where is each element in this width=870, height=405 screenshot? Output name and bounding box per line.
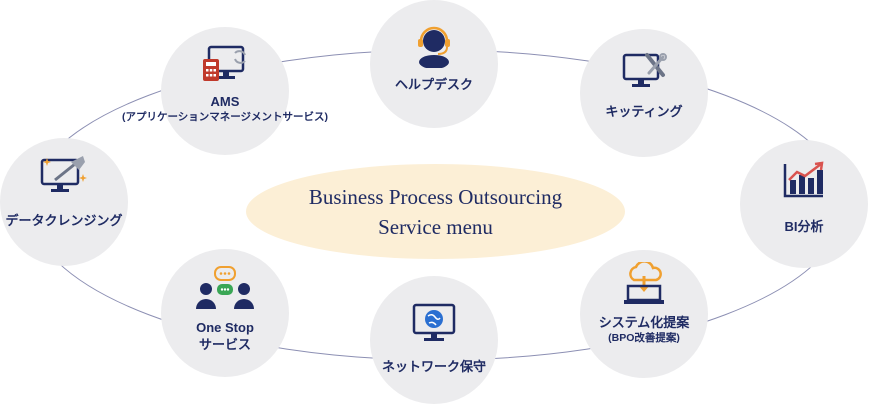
monitor-duster-icon xyxy=(40,156,87,192)
node-bi-label: BI分析 xyxy=(784,219,824,234)
node-network-label: ネットワーク保守 xyxy=(381,359,486,374)
cloud-laptop-icon xyxy=(624,262,664,304)
node-ams-sub: (アプリケーションマネージメントサービス) xyxy=(121,111,329,123)
node-helpdesk-label: ヘルプデスク xyxy=(394,77,473,92)
node-helpdesk[interactable]: ヘルプデスク xyxy=(370,0,498,128)
node-onestop[interactable]: One Stop サービス xyxy=(161,249,289,377)
center-title: Business Process Outsourcing Service men… xyxy=(246,164,625,259)
globe-monitor-icon xyxy=(412,303,456,341)
bar-chart-trend-icon xyxy=(783,161,824,198)
headset-operator-icon xyxy=(418,26,450,68)
node-system-label: システム化提案 xyxy=(598,315,690,330)
center-title-line1: Business Process Outsourcing xyxy=(308,184,563,209)
node-system[interactable]: システム化提案 (BPO改善提案) xyxy=(580,250,708,378)
node-cleansing-label: データクレンジング xyxy=(5,213,123,228)
center-title-line2: Service menu xyxy=(378,214,493,239)
node-onestop-label-line2: サービス xyxy=(198,337,251,352)
node-kitting[interactable]: キッティング xyxy=(580,29,708,157)
node-network[interactable]: ネットワーク保守 xyxy=(370,276,498,404)
monitor-tools-icon xyxy=(622,53,667,87)
node-bi[interactable]: BI分析 xyxy=(740,140,868,268)
node-ams-label: AMS xyxy=(210,94,240,109)
node-onestop-label-line1: One Stop xyxy=(196,320,254,335)
calculator-monitor-icon xyxy=(203,45,246,81)
node-ams[interactable]: AMS (アプリケーションマネージメントサービス) xyxy=(122,27,328,155)
people-chat-icon xyxy=(196,266,254,309)
node-kitting-label: キッティング xyxy=(605,104,683,119)
node-system-sub: (BPO改善提案) xyxy=(608,332,680,344)
node-cleansing[interactable]: データクレンジング xyxy=(0,138,128,266)
